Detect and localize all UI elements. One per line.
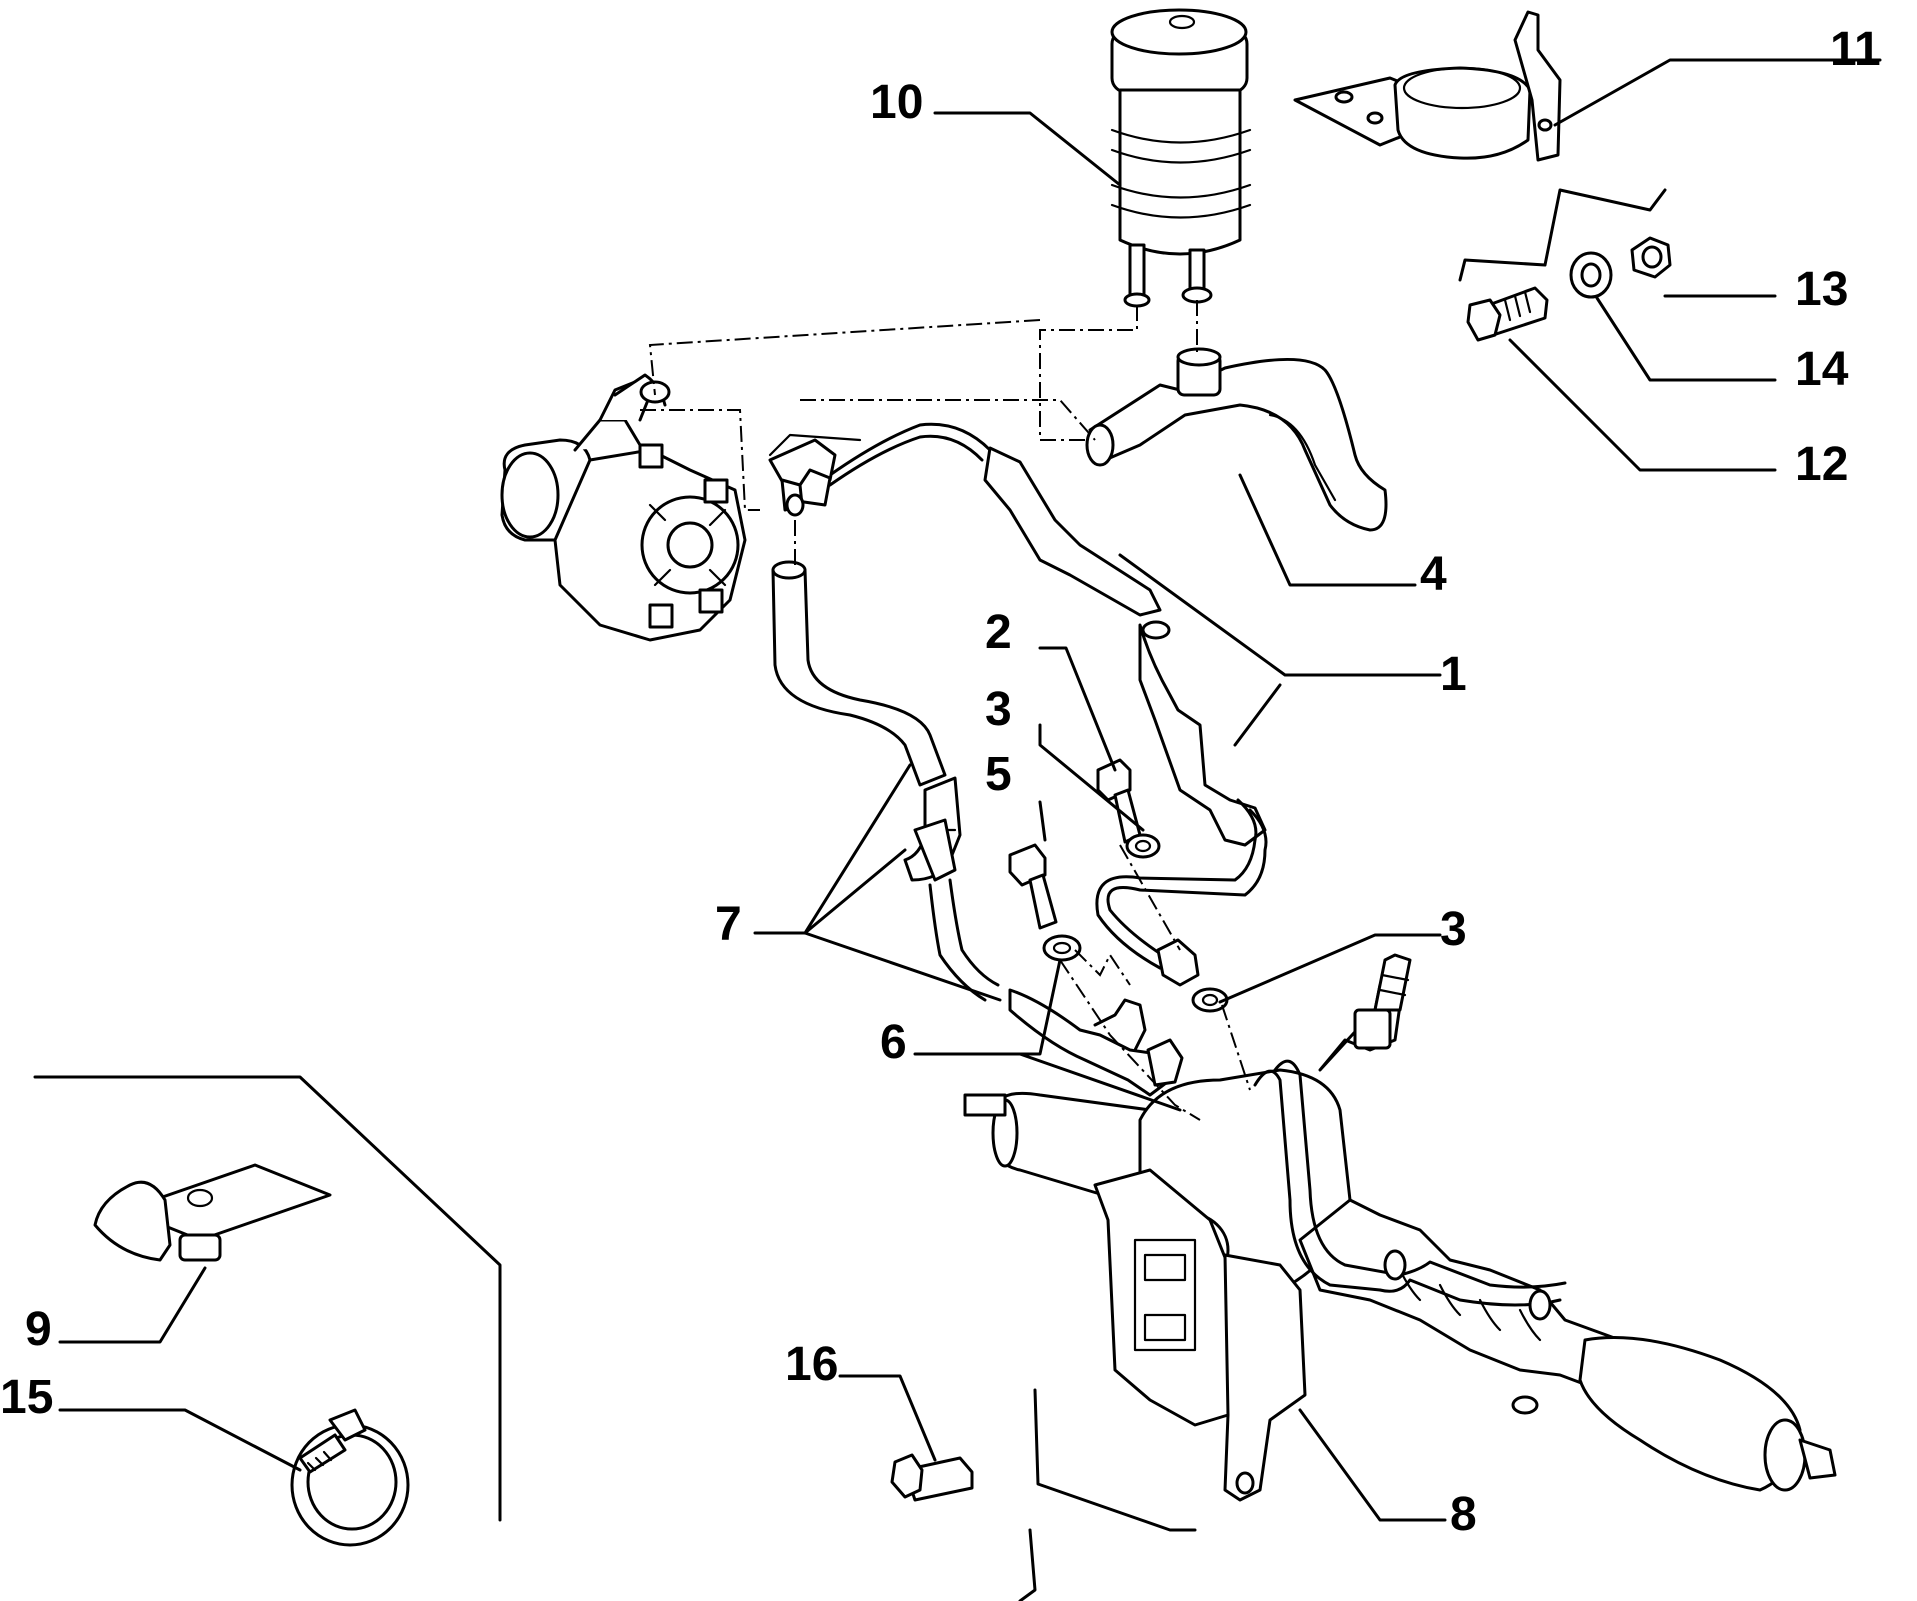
callout-4: 4 <box>1420 548 1447 601</box>
callout-12: 12 <box>1795 438 1848 491</box>
callout-6: 6 <box>880 1016 907 1069</box>
banjo-bolt <box>1096 758 1142 844</box>
banjo-bolt <box>1008 843 1058 930</box>
return-pipe <box>771 560 1184 1097</box>
sealing-washer <box>1042 934 1082 962</box>
callout-3: 3 <box>985 683 1012 736</box>
callout-11: 11 <box>1830 23 1881 76</box>
callout-2: 2 <box>985 606 1012 659</box>
callout-labels: 1 2 3 3 4 5 6 7 8 9 10 11 12 13 14 15 16 <box>0 23 1881 1541</box>
rack-bracket <box>1093 1168 1307 1502</box>
pipe-clip <box>93 1163 332 1262</box>
callout-10: 10 <box>870 76 923 129</box>
power-steering-pump <box>500 373 747 642</box>
callout-3: 3 <box>1440 903 1467 956</box>
hose-clamp <box>290 1408 410 1547</box>
callout-8: 8 <box>1450 1488 1477 1541</box>
callout-5: 5 <box>985 748 1012 801</box>
reservoir-bracket <box>1293 10 1562 162</box>
assembly-lines <box>640 300 1251 1121</box>
washer <box>1569 251 1613 299</box>
fluid-reservoir <box>1110 8 1252 308</box>
nut <box>1630 236 1672 279</box>
callout-15: 15 <box>0 1371 53 1424</box>
leader-lines <box>33 58 1882 1601</box>
callout-7: 7 <box>715 898 742 951</box>
callout-1: 1 <box>1440 648 1467 701</box>
callout-13: 13 <box>1795 263 1848 316</box>
callout-9: 9 <box>25 1303 52 1356</box>
sealing-washer <box>1191 987 1229 1013</box>
callout-14: 14 <box>1795 343 1849 396</box>
bracket-bolt <box>890 1453 974 1502</box>
return-hose <box>1085 347 1388 532</box>
callout-16: 16 <box>785 1338 838 1391</box>
bolt <box>1466 286 1549 342</box>
sealing-washer <box>1125 833 1161 859</box>
pressure-hose <box>768 422 1268 987</box>
